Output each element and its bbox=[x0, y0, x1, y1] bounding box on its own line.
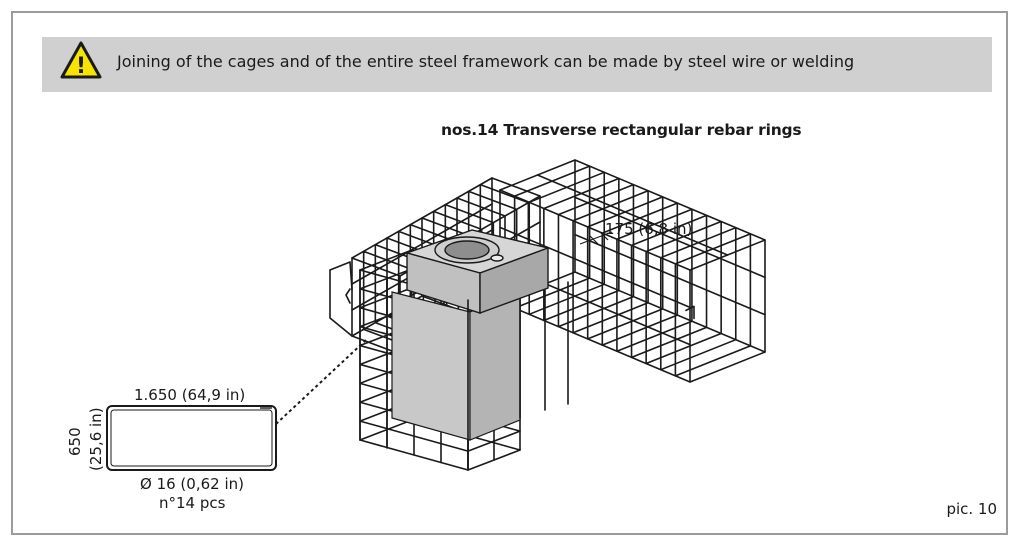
longitudinal-bar bbox=[351, 203, 493, 285]
longitudinal-bar bbox=[574, 159, 766, 241]
rebar-ring-outline bbox=[106, 405, 277, 471]
ring-width-label: 1.650 (64,9 in) bbox=[134, 386, 246, 404]
picture-reference: pic. 10 bbox=[946, 500, 997, 518]
longitudinal-bar bbox=[574, 271, 766, 353]
warning-mark: ! bbox=[76, 54, 86, 79]
front-cage-bars bbox=[329, 261, 569, 471]
ring-height-label: 650 bbox=[66, 427, 84, 456]
ring-count-label: n°14 pcs bbox=[159, 494, 226, 512]
spacing-dimension bbox=[579, 231, 613, 245]
warning-notice-bar bbox=[42, 37, 992, 92]
exhaust-grille bbox=[444, 240, 490, 260]
end-hook bbox=[685, 305, 695, 320]
longitudinal-bar bbox=[499, 226, 691, 309]
left-wing-end-ring bbox=[329, 269, 353, 337]
detail-leader-line bbox=[275, 339, 367, 425]
longitudinal-bar bbox=[574, 233, 766, 316]
ring-diameter-label: Ø 16 (0,62 in) bbox=[140, 475, 244, 493]
column-body-side bbox=[469, 291, 521, 441]
ring-height-inches-label: (25,6 in) bbox=[87, 407, 105, 471]
longitudinal-bar bbox=[536, 174, 729, 256]
longitudinal-bar bbox=[351, 177, 493, 259]
left-wing-end-ring bbox=[329, 261, 353, 291]
notice-text: Joining of the cages and of the entire s… bbox=[117, 52, 855, 71]
right-wing-cage bbox=[499, 159, 766, 383]
section-title: nos.14 Transverse rectangular rebar ring… bbox=[441, 121, 802, 139]
longitudinal-bar bbox=[499, 189, 691, 271]
column-body bbox=[391, 291, 471, 441]
longitudinal-bar bbox=[574, 196, 766, 279]
rebar-ring-inner bbox=[110, 409, 273, 467]
warning-icon: ! bbox=[60, 41, 102, 79]
end-hook bbox=[345, 288, 351, 304]
spacing-label: 175 (6,8 in) bbox=[605, 220, 693, 238]
steel-housing bbox=[404, 229, 551, 315]
longitudinal-bar bbox=[499, 301, 691, 383]
